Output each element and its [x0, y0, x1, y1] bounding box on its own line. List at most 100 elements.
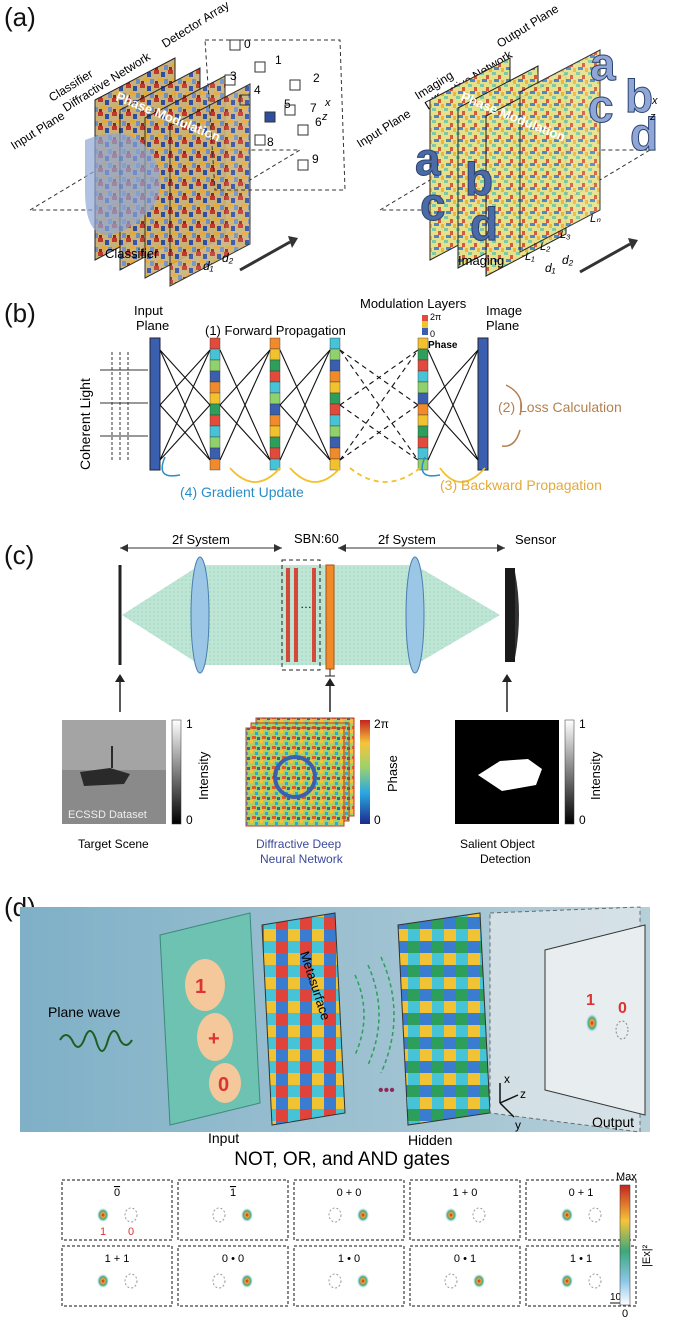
spot-on: [97, 1274, 109, 1288]
a-right-L3: L₃: [560, 229, 571, 241]
a-left-x: x: [324, 97, 331, 109]
modulation-cell: [329, 436, 341, 449]
gate-mark: 1: [100, 1226, 106, 1238]
b-image-plane-2: Plane: [486, 318, 519, 333]
scale-label: 10p: [610, 1292, 627, 1303]
d-gates-title: NOT, OR, and AND gates: [234, 1149, 449, 1170]
a-right-L2: L₂: [540, 241, 551, 253]
gate-frame: [61, 1179, 173, 1241]
spot-on: [241, 1208, 253, 1222]
modulation-cell: [417, 425, 429, 438]
modulation-cell: [269, 425, 281, 438]
a-right-L1: L₁: [525, 251, 535, 263]
a-right-d2: d₂: [562, 253, 574, 267]
modulation-cell: [417, 403, 429, 416]
modulation-cell: [329, 425, 341, 438]
a-right-x: x: [651, 95, 658, 107]
a-left-detector: Detector Array: [159, 0, 231, 51]
b-layers: [209, 337, 429, 471]
spot-off: [328, 1207, 342, 1223]
gate-label: 0 + 1: [569, 1187, 594, 1199]
modulation-cell: [417, 370, 429, 383]
gate-label: 0: [114, 1187, 120, 1199]
gate-cell: 0 + 0: [293, 1179, 405, 1241]
spot-off: [444, 1273, 458, 1289]
panel-c-figure: 2f System 2f System SBN:60 Sensor … ECSS…: [62, 531, 603, 866]
spot-off: [328, 1273, 342, 1289]
digit-6: 6: [315, 115, 322, 129]
d-dots: •••: [378, 1082, 395, 1099]
spot-on: [473, 1274, 485, 1288]
modulation-cell: [209, 403, 221, 416]
gate-frame: [293, 1245, 405, 1307]
modulation-cell: [417, 447, 429, 460]
spot-on: [241, 1274, 253, 1288]
c-dots: …: [300, 597, 312, 611]
c-intensity-min-right: 0: [579, 813, 586, 827]
modulation-cell: [209, 458, 221, 471]
spot-on: [561, 1274, 573, 1288]
c-intensity-max-left: 1: [186, 717, 193, 731]
modulation-cell: [417, 359, 429, 372]
modulation-cell: [329, 447, 341, 460]
gate-frame: [61, 1245, 173, 1307]
b-forward: (1) Forward Propagation: [205, 323, 346, 338]
d-input-plus: +: [208, 1028, 220, 1050]
a-left-d1: d₁: [203, 259, 214, 273]
panel-a-figure: Input Plane Classifier Diffractive Netwo…: [8, 0, 659, 287]
gate-label: 0 • 0: [222, 1253, 244, 1265]
d-output-zero: 0: [618, 1000, 627, 1017]
modulation-cell: [269, 447, 281, 460]
modulation-cell: [329, 337, 341, 350]
gate-label: 1 + 0: [453, 1187, 478, 1199]
spot-on: [445, 1208, 457, 1222]
modulation-cell: [209, 436, 221, 449]
d-axis-z: z: [520, 1087, 526, 1101]
spot-off: [124, 1273, 138, 1289]
modulation-cell: [417, 348, 429, 361]
panel-d-figure: Plane wave 1 + 0 Input Metasurface ••• H…: [20, 906, 653, 1320]
spot-on: [357, 1208, 369, 1222]
b-modulation-layers: Modulation Layers: [360, 296, 467, 311]
c-salient-1: Salient Object: [460, 837, 535, 851]
d-output-one: 1: [586, 992, 595, 1009]
b-image-plane-1: Image: [486, 303, 522, 318]
b-gradient: (4) Gradient Update: [180, 484, 304, 500]
c-intensity-max-right: 1: [579, 717, 586, 731]
d-input-zero: 0: [218, 1074, 229, 1096]
c-ecssd: ECSSD Dataset: [68, 809, 147, 821]
modulation-cell: [269, 348, 281, 361]
b-input-plane-1: Input: [134, 303, 163, 318]
letter-b-output: b: [625, 70, 653, 122]
a-right-output-plane: Output Plane: [494, 1, 561, 50]
c-phase-min: 0: [374, 813, 381, 827]
spot-off: [472, 1207, 486, 1223]
gate-frame: [409, 1179, 521, 1241]
gate-label: 0 • 1: [454, 1253, 476, 1265]
letter-a-input: a: [415, 133, 441, 185]
gate-frame: [409, 1245, 521, 1307]
d-input: Input: [208, 1130, 239, 1146]
gate-label: 0 + 0: [337, 1187, 362, 1199]
c-phase-max: 2π: [374, 717, 389, 731]
c-intensity-min-left: 0: [186, 813, 193, 827]
letter-c-output: c: [588, 80, 614, 132]
panel-a-label: (a): [4, 2, 36, 32]
modulation-cell: [329, 359, 341, 372]
a-right-Ln: Lₙ: [590, 213, 601, 225]
spot-on: [561, 1208, 573, 1222]
c-phase-label: Phase: [385, 755, 400, 792]
gate-cell: 0 • 1: [409, 1245, 521, 1307]
c-system-right: 2f System: [378, 532, 436, 547]
gate-cell: 1 + 0: [409, 1179, 521, 1241]
d-hidden: Hidden: [408, 1132, 452, 1148]
c-target-scene: Target Scene: [78, 837, 149, 851]
modulation-cell: [329, 392, 341, 405]
d-output: Output: [592, 1114, 634, 1130]
modulation-cell: [269, 337, 281, 350]
gate-cell: 1 + 1: [61, 1245, 173, 1307]
modulation-cell: [417, 381, 429, 394]
c-salient-2: Detection: [480, 852, 531, 866]
